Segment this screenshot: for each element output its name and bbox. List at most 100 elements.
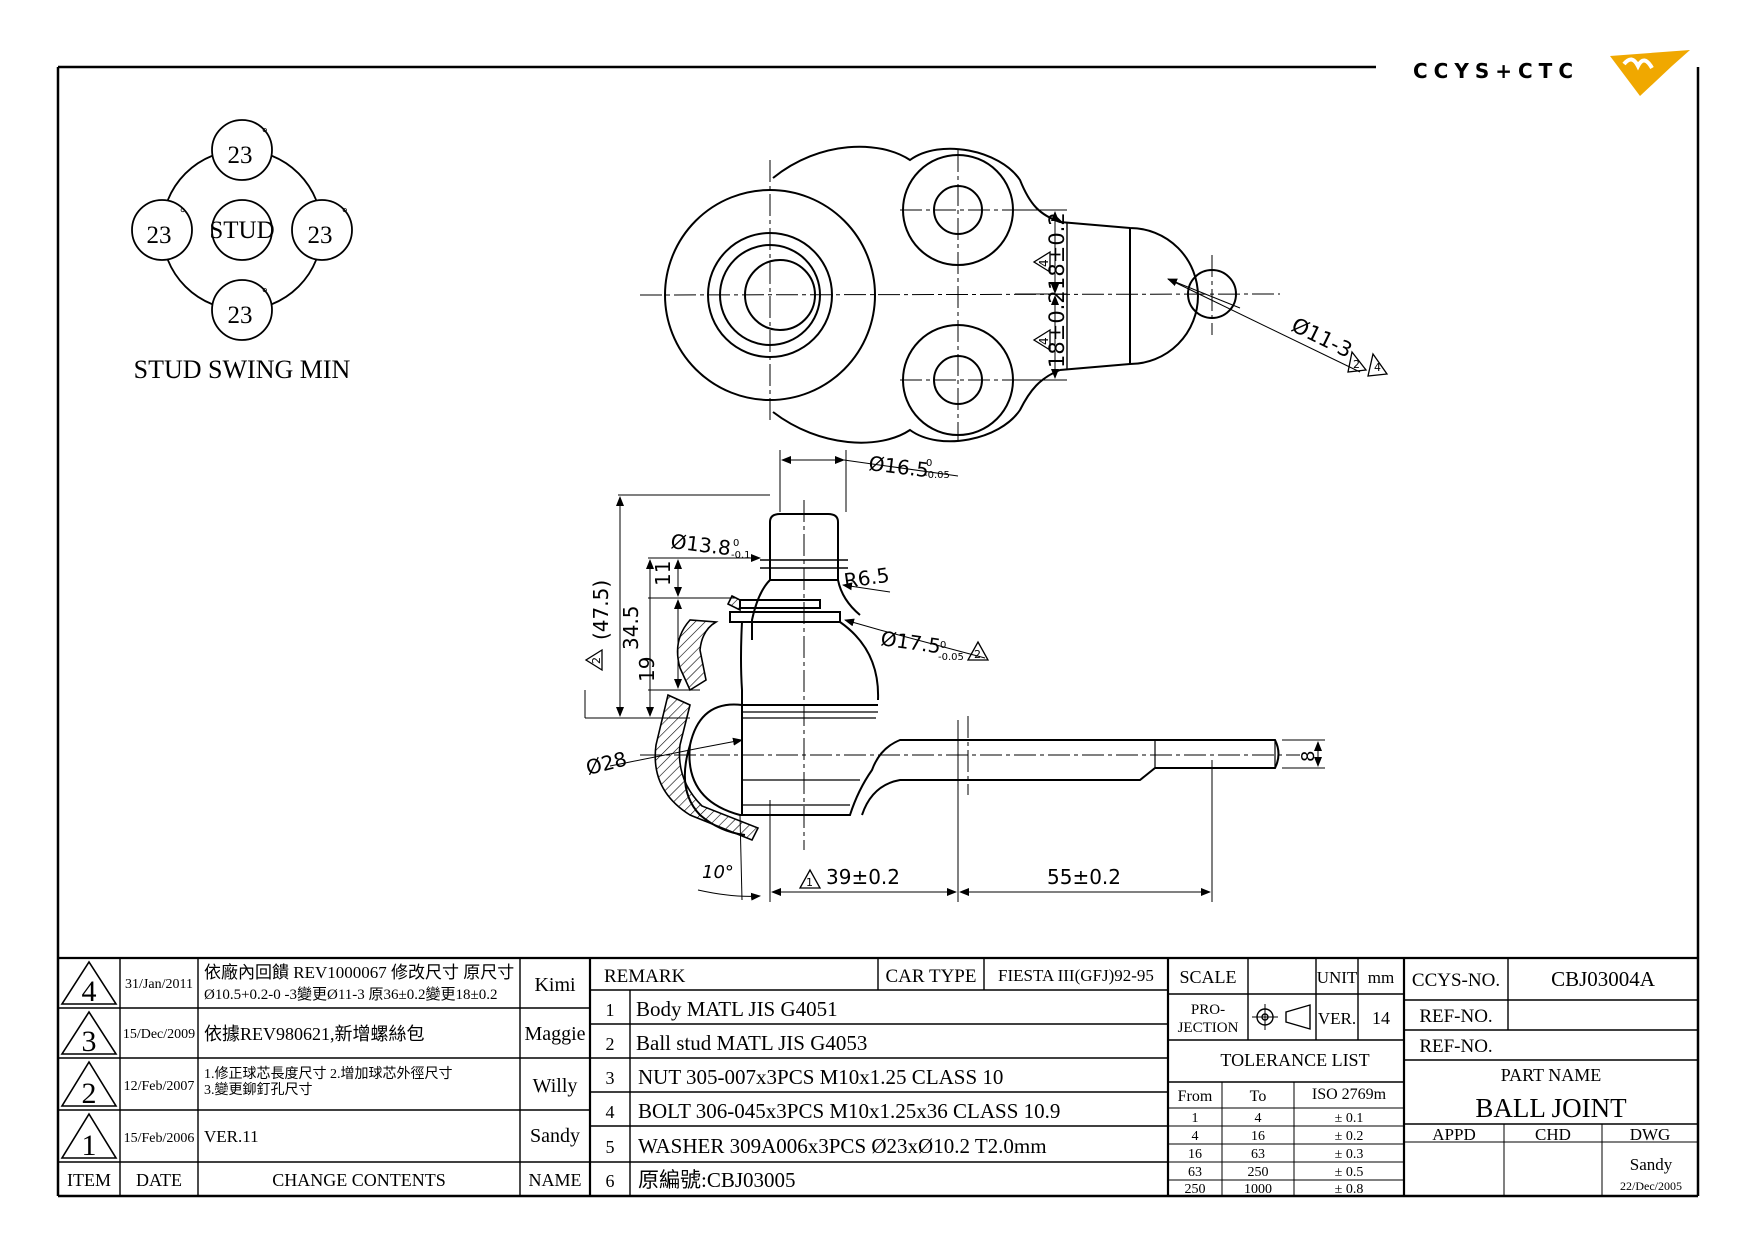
remark-item-text: BOLT 306-045x3PCS M10x1.25x36 CLASS 10.9	[638, 1099, 1060, 1123]
revision-name: Kimi	[534, 974, 576, 996]
note-triangle-lower-18: 4	[1032, 328, 1051, 352]
tolerance-title: TOLERANCE LIST	[1220, 1050, 1369, 1070]
part-name-label: PART NAME	[1501, 1065, 1601, 1085]
header-change-contents: CHANGE CONTENTS	[272, 1170, 446, 1190]
car-type-value: FIESTA III(GFJ)92-95	[998, 966, 1154, 985]
remark-item-text: WASHER 309A006x3PCS Ø23xØ10.2 T2.0mm	[638, 1134, 1047, 1158]
revision-number-4: 4	[82, 975, 97, 1008]
revision-date: 15/Dec/2009	[123, 1027, 195, 1042]
unit-label: UNIT	[1317, 968, 1358, 987]
tol-cell: 4	[1255, 1111, 1262, 1126]
logo-mark-icon	[1610, 50, 1690, 96]
unit-value: mm	[1368, 968, 1394, 987]
projection-label: PRO-	[1191, 1002, 1225, 1018]
remark-item-number: 1	[606, 1000, 615, 1020]
tol-cell: 250	[1248, 1165, 1269, 1180]
header-date: DATE	[136, 1170, 182, 1190]
dim-upper-18: 18±0.2	[1045, 212, 1069, 290]
degree-mark-left: °	[180, 206, 186, 221]
swing-angle-left: 23	[147, 222, 172, 249]
remark-label: REMARK	[604, 966, 686, 987]
tol-cell: ± 0.2	[1335, 1129, 1364, 1144]
tol-header-iso: ISO 2769m	[1312, 1086, 1387, 1103]
drawn-date: 22/Dec/2005	[1620, 1179, 1682, 1193]
revision-content: 1.修正球芯長度尺寸 2.增加球芯外徑尺寸	[204, 1066, 453, 1082]
tol-cell: 63	[1251, 1147, 1265, 1162]
total-height-note-triangle: 2	[584, 648, 603, 672]
svg-text:2: 2	[1353, 358, 1360, 371]
dim-stud-top-dia: Ø16.5	[867, 451, 930, 482]
revision-number-1: 1	[82, 1129, 97, 1162]
revision-number-3: 3	[82, 1025, 97, 1058]
company-logo: CCYS+CTC	[1413, 50, 1690, 96]
stud-swing-diagram	[131, 119, 353, 341]
revision-name: Sandy	[530, 1125, 580, 1147]
dim-boot-dia: Ø17.5	[879, 626, 942, 658]
dim-height-34: 34.5	[619, 605, 643, 650]
hole-note-triangles: 2 4	[1347, 350, 1389, 377]
dim-neck-dia: Ø13.8	[669, 529, 732, 560]
svg-text:4: 4	[1037, 337, 1051, 345]
top-view-centerlines	[639, 150, 1281, 440]
dim-height-11: 11	[651, 561, 675, 586]
swing-angle-right: 23	[308, 222, 333, 249]
note-triangle-upper-18: 4	[1032, 250, 1051, 274]
side-view-centerlines	[640, 500, 1300, 850]
swing-angle-top: 23	[228, 142, 253, 169]
remark-item-text: Body MATL JIS G4051	[636, 997, 838, 1021]
degree-mark-bottom: °	[262, 286, 268, 301]
ver-label: VER.	[1318, 1009, 1356, 1028]
revision-date: 15/Feb/2006	[124, 1131, 195, 1146]
revision-name: Willy	[533, 1075, 578, 1097]
tol-header-to: To	[1250, 1088, 1267, 1105]
tol-cell: ± 0.1	[1335, 1111, 1364, 1126]
tol-cell: 63	[1188, 1165, 1202, 1180]
drawer-name: Sandy	[1630, 1155, 1673, 1174]
remark-item-number: 6	[606, 1171, 615, 1191]
third-angle-projection-icon	[1252, 1004, 1311, 1030]
side-view-section-hatch	[654, 594, 760, 842]
logo-text: CCYS+CTC	[1413, 59, 1579, 83]
swing-caption: STUD SWING MIN	[134, 355, 351, 384]
remark-item-number: 2	[606, 1034, 615, 1054]
revision-date: 12/Feb/2007	[124, 1079, 195, 1094]
dim-stud-top-tol-upper: 0	[926, 458, 932, 469]
dim-boot-tol-lower: -0.05	[938, 652, 964, 663]
svg-text:4: 4	[1374, 361, 1381, 374]
dim-boot-tol-upper: 0	[940, 640, 946, 651]
revision-number-2: 2	[82, 1077, 97, 1110]
tol-cell: 1	[1192, 1111, 1199, 1126]
revision-content: 3.變更鉚釘孔尺寸	[204, 1081, 313, 1098]
revision-content: VER.11	[204, 1127, 259, 1146]
ref-no-label: REF-NO.	[1419, 1006, 1492, 1027]
dim-neck-tol-upper: 0	[733, 538, 739, 549]
ver-value: 14	[1372, 1008, 1390, 1028]
side-view	[683, 513, 1280, 836]
svg-text:2: 2	[590, 657, 603, 664]
dim-arm-thickness: 8	[1298, 751, 1319, 762]
header-name: NAME	[529, 1170, 582, 1190]
revision-date: 31/Jan/2011	[125, 977, 193, 992]
remark-item-number: 3	[606, 1068, 615, 1088]
remark-item-text: NUT 305-007x3PCS M10x1.25 CLASS 10	[638, 1065, 1003, 1089]
remark-item-number: 5	[606, 1137, 615, 1157]
dwg-label: DWG	[1630, 1125, 1671, 1144]
dim-ball-dia: Ø28	[583, 747, 629, 780]
svg-text:4: 4	[1037, 259, 1051, 267]
tol-cell: ± 0.3	[1335, 1147, 1364, 1162]
tol-cell: ± 0.5	[1335, 1165, 1364, 1180]
dim-length-55: 55±0.2	[1047, 865, 1121, 889]
dim-length-39: 39±0.2	[826, 865, 900, 889]
dim-hole: Ø11-3	[1288, 313, 1356, 363]
len-39-note-triangle: 1	[798, 868, 822, 889]
degree-mark-right: °	[342, 206, 348, 221]
svg-text:2: 2	[974, 648, 981, 661]
ccys-no-label: CCYS-NO.	[1412, 970, 1500, 991]
degree-mark-top: °	[262, 126, 268, 141]
part-name-value: BALL JOINT	[1475, 1093, 1627, 1123]
tol-cell: 250	[1185, 1182, 1206, 1197]
swing-angle-bottom: 23	[228, 302, 253, 329]
car-type-label: CAR TYPE	[886, 966, 977, 987]
top-view-dimensions	[1051, 211, 1361, 379]
